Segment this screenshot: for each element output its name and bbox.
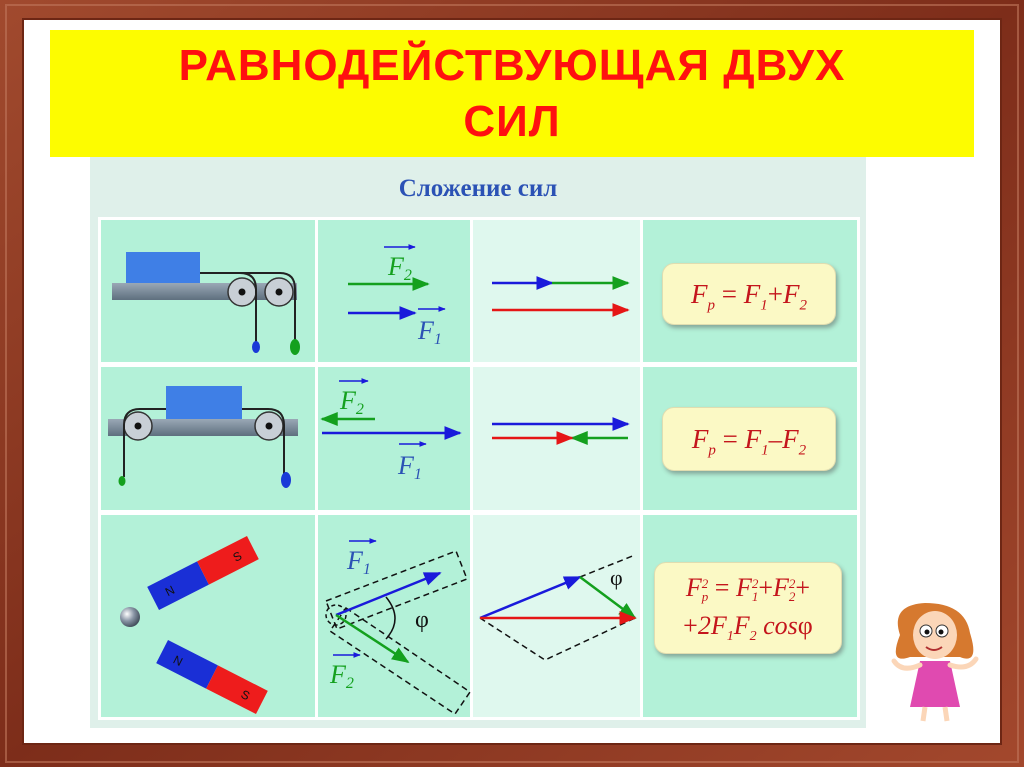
vector-f1 [335,571,442,617]
row2-vectors: F2 F1 [320,378,462,483]
block-icon [126,252,200,283]
row3-parallelogram: φ [479,554,637,661]
dashed-frame-1 [325,550,468,630]
weight-icon [118,476,126,486]
row3-vectors: φ F1 F2 [325,538,472,716]
cartoon-girl-icon [891,603,979,722]
formula-difference: Fр = F1–F2 [662,407,836,471]
label-f1: F1 [397,451,422,483]
dashed-frame-2 [328,606,472,716]
label-f1: F1 [346,546,371,578]
rope-2 [200,272,296,343]
table-top-icon [108,419,298,436]
cell-r3-c2 [318,515,470,717]
row2-sum [492,417,630,445]
angle-label: φ [415,607,429,633]
label-f2: F2 [339,386,364,418]
magnet-icon: N S [147,535,259,611]
row3-setup: N S N S [120,535,268,715]
panel-title: Сложение сил [398,175,558,202]
magnet-icon: N S [156,639,268,715]
rope-1 [123,408,166,477]
cell-r1-c3 [473,220,640,362]
block-icon [166,386,242,419]
pulley-icon [254,411,284,441]
steel-ball-icon [120,607,140,627]
weight-icon [281,472,291,488]
pulley-icon [264,277,294,307]
cell-r3-c3 [473,515,640,717]
row1-vectors: F2 F1 [348,244,446,348]
vector-f2 [335,613,410,664]
forces-panel: Сложение сил [90,157,866,728]
row1-setup [112,252,300,355]
title-banner: РАВНОДЕЙСТВУЮЩАЯ ДВУХ СИЛ [50,30,974,157]
row2-setup [108,386,298,488]
angle-arc [385,596,396,640]
rope-2 [242,408,285,475]
angle-label: φ [610,565,623,590]
cell-r1-c2 [318,220,470,362]
weight-icon [252,341,260,353]
row1-sum [492,276,630,317]
formula-sum: Fр = F1+F2 [662,263,836,325]
origin-circle [325,604,347,626]
label-f2: F2 [329,660,354,692]
label-f1: F1 [417,316,442,348]
weight-icon [290,339,300,355]
pulley-icon [123,411,153,441]
formula-line-2: +2F1F2 cosφ [683,611,813,645]
label-f2: F2 [387,252,412,284]
slide-title: РАВНОДЕЙСТВУЮЩАЯ ДВУХ СИЛ [178,40,846,146]
pulley-icon [227,277,257,307]
vector-f1-sum [479,575,582,620]
